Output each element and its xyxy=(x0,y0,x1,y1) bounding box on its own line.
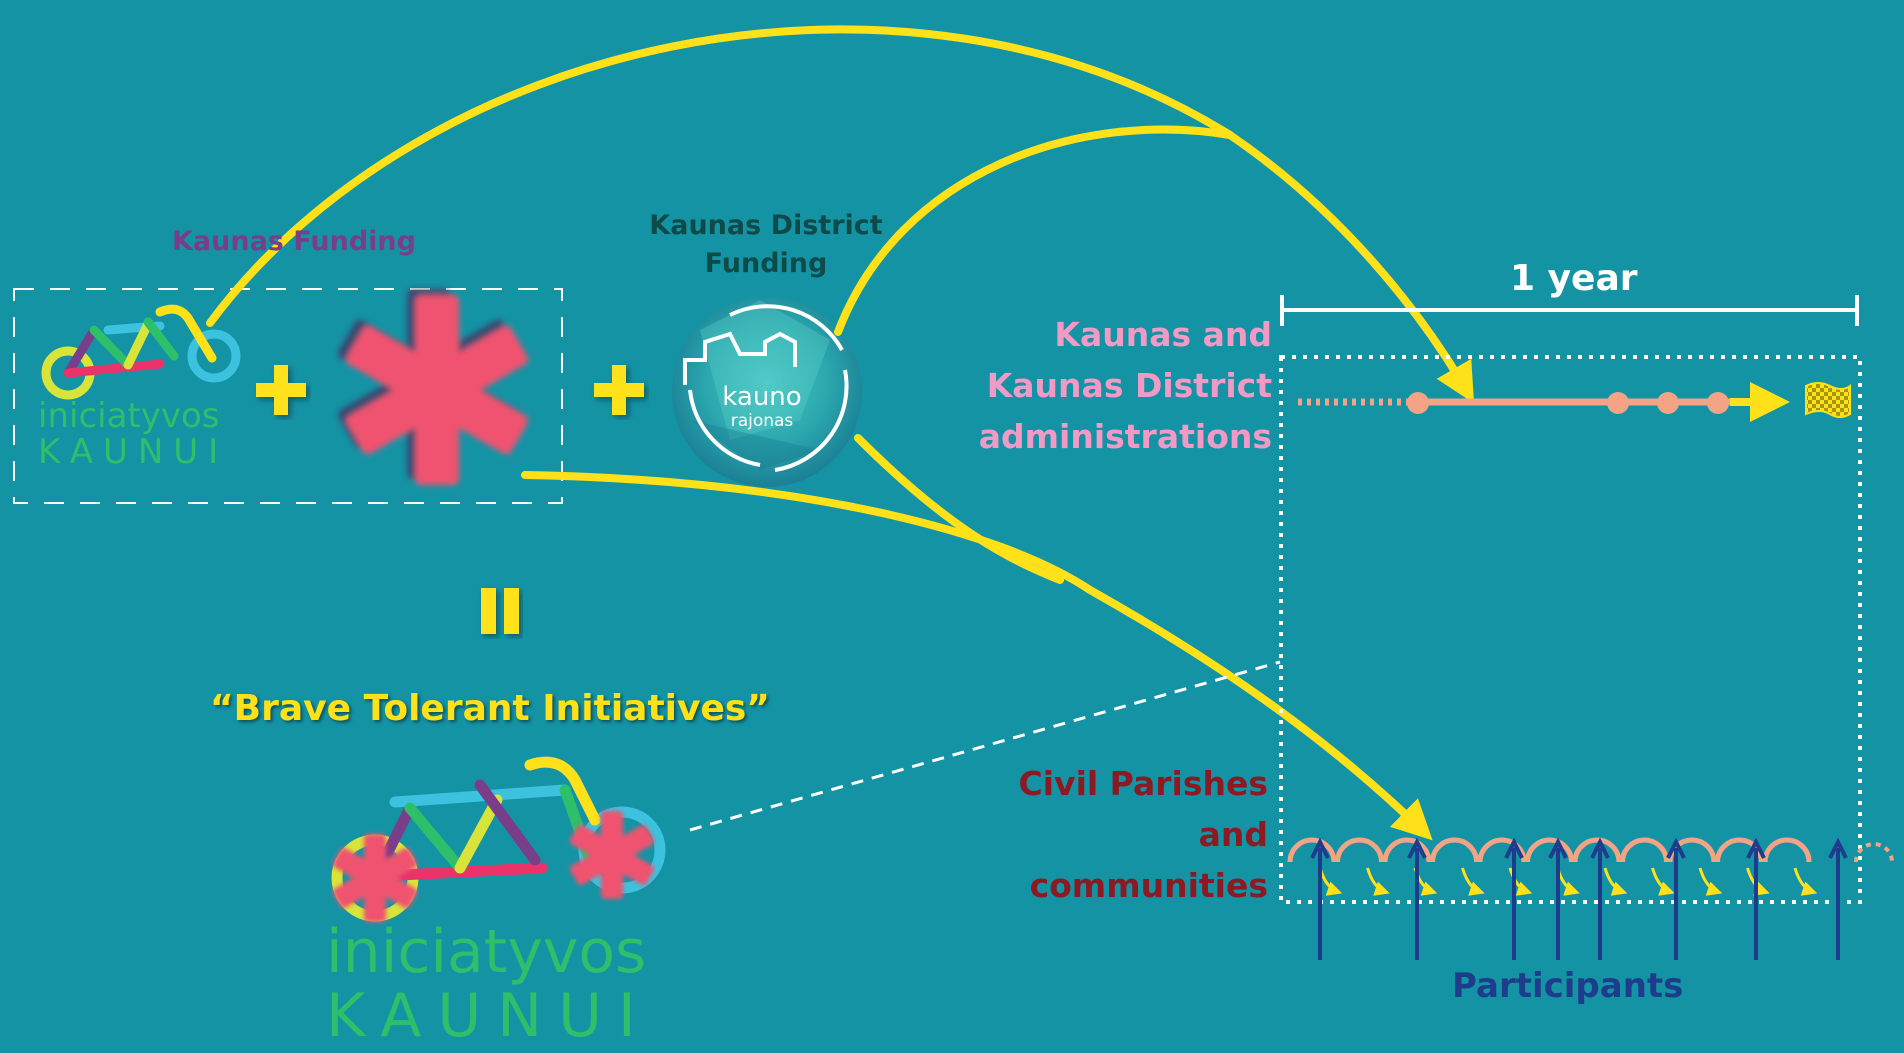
participant-arrow-head xyxy=(1407,837,1427,859)
initiatives-logo-line2: KAUNUI xyxy=(38,432,229,472)
kauno-rajonas-logo-text: kauno rajonas xyxy=(707,382,817,433)
kaunas-funding-box xyxy=(13,288,563,504)
admin-label: Kaunas and Kaunas District administratio… xyxy=(960,309,1272,462)
funding-arrows xyxy=(206,25,1475,841)
equals-icon xyxy=(481,588,519,634)
civil-loop-arrow xyxy=(1651,867,1675,896)
civil-label-line1: Civil Parishes xyxy=(1018,764,1268,803)
timeframe-box xyxy=(1279,355,1862,904)
participant-arrow-head xyxy=(1590,837,1610,859)
zoom-line xyxy=(689,660,1281,832)
civil-loop-arrow xyxy=(1698,867,1723,896)
district-funding-label: Kaunas District Funding xyxy=(646,207,886,283)
bicycle-logo-icon xyxy=(41,304,241,400)
district-funding-line1: Kaunas District xyxy=(649,210,883,241)
civil-loops xyxy=(1287,837,1894,896)
asterisk-icon xyxy=(332,834,418,922)
participant-arrow-head xyxy=(1666,837,1686,859)
participant-arrow-head xyxy=(1828,837,1848,859)
initiatives-large-line2: KAUNUI xyxy=(326,981,652,1051)
initiatives-large-line1: iniciatyvos xyxy=(326,917,647,987)
civil-loop-arrow xyxy=(1318,867,1343,896)
civil-loop xyxy=(1382,837,1432,863)
participant-arrow-head xyxy=(1310,837,1330,859)
asterisk-icon xyxy=(337,289,529,485)
civil-loop-arrow xyxy=(1461,867,1485,896)
civil-label-line2: and xyxy=(1198,815,1268,854)
civil-loop xyxy=(1477,837,1527,863)
kaunas-funding-label: Kaunas Funding xyxy=(172,226,416,257)
civil-loop xyxy=(1525,837,1574,863)
initiatives-logo-text-large: iniciatyvos KAUNUI xyxy=(326,920,652,1048)
initiatives-logo-text: iniciatyvos KAUNUI xyxy=(38,398,228,470)
civil-loop xyxy=(1572,837,1622,863)
civil-label: Civil Parishes and communities xyxy=(960,758,1268,911)
admin-timeline xyxy=(1298,382,1851,422)
civil-loop xyxy=(1762,837,1812,863)
participant-arrow-head xyxy=(1746,837,1766,859)
kauno-logo-line1: kauno xyxy=(722,382,802,412)
civil-label-line3: communities xyxy=(1029,866,1268,905)
admin-label-line1: Kaunas and xyxy=(1054,315,1272,354)
participant-arrows xyxy=(1310,837,1848,960)
kauno-logo-line2: rajonas xyxy=(730,411,794,431)
admin-label-line3: administrations xyxy=(978,417,1272,456)
participant-arrow-head xyxy=(1548,837,1568,859)
civil-loop-arrow xyxy=(1793,867,1818,896)
asterisk-icon xyxy=(569,811,655,899)
initiatives-logo-line1: iniciatyvos xyxy=(38,396,220,436)
district-funding-line2: Funding xyxy=(704,248,828,279)
one-year-bracket xyxy=(1280,295,1859,326)
admin-label-line2: Kaunas District xyxy=(986,366,1272,405)
civil-loop xyxy=(1430,837,1479,863)
civil-loop-arrow xyxy=(1603,867,1628,896)
plus-icon xyxy=(256,365,306,415)
brave-initiatives-title: “Brave Tolerant Initiatives” xyxy=(210,688,770,729)
participant-arrow-head xyxy=(1504,837,1524,859)
civil-loop xyxy=(1287,837,1337,863)
plus-icon xyxy=(594,365,644,415)
civil-loop-arrow xyxy=(1508,867,1533,896)
civil-loop xyxy=(1335,837,1384,863)
civil-loop-arrow xyxy=(1366,867,1390,896)
civil-loop-arrow xyxy=(1556,867,1580,896)
one-year-label: 1 year xyxy=(1510,258,1638,299)
finish-flag-icon xyxy=(1805,382,1851,418)
kauno-rajonas-logo xyxy=(672,297,862,487)
participants-label: Participants xyxy=(1452,966,1684,1006)
civil-loop xyxy=(1620,837,1669,863)
